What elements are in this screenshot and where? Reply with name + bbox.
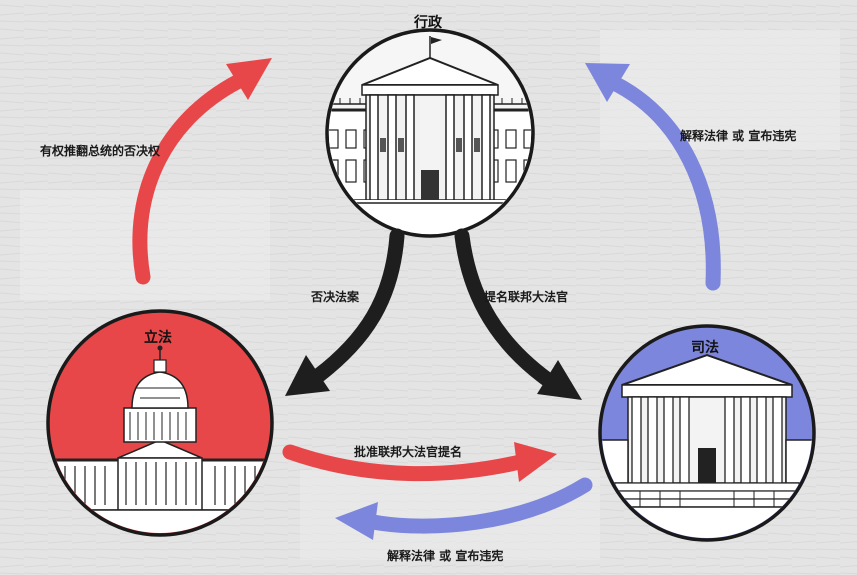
label-override-veto: 有权推翻总统的否决权 bbox=[40, 144, 161, 158]
label-judicial-review-bottom: 解释法律 或 宣布违宪 bbox=[387, 549, 504, 563]
legislative-circle bbox=[46, 309, 274, 537]
label-confirm-judges: 批准联邦大法官提名 bbox=[354, 445, 463, 459]
legislative-title: 立法 bbox=[144, 330, 172, 346]
executive-title: 行政 bbox=[414, 15, 442, 31]
label-veto-bills: 否决法案 bbox=[311, 290, 360, 304]
arrow-executive-to-legislative bbox=[285, 228, 405, 396]
label-judicial-review-top: 解释法律 或 宣布违宪 bbox=[680, 129, 797, 143]
judicial-title: 司法 bbox=[691, 340, 719, 356]
arrow-judicial-to-legislative bbox=[335, 477, 593, 540]
arrow-judicial-to-executive bbox=[585, 63, 721, 291]
arrow-executive-to-judicial bbox=[454, 228, 582, 400]
arrow-legislative-to-judicial bbox=[282, 442, 557, 482]
arrow-legislative-to-executive bbox=[132, 58, 272, 285]
label-nominate-judges: 提名联邦大法官 bbox=[484, 290, 569, 304]
